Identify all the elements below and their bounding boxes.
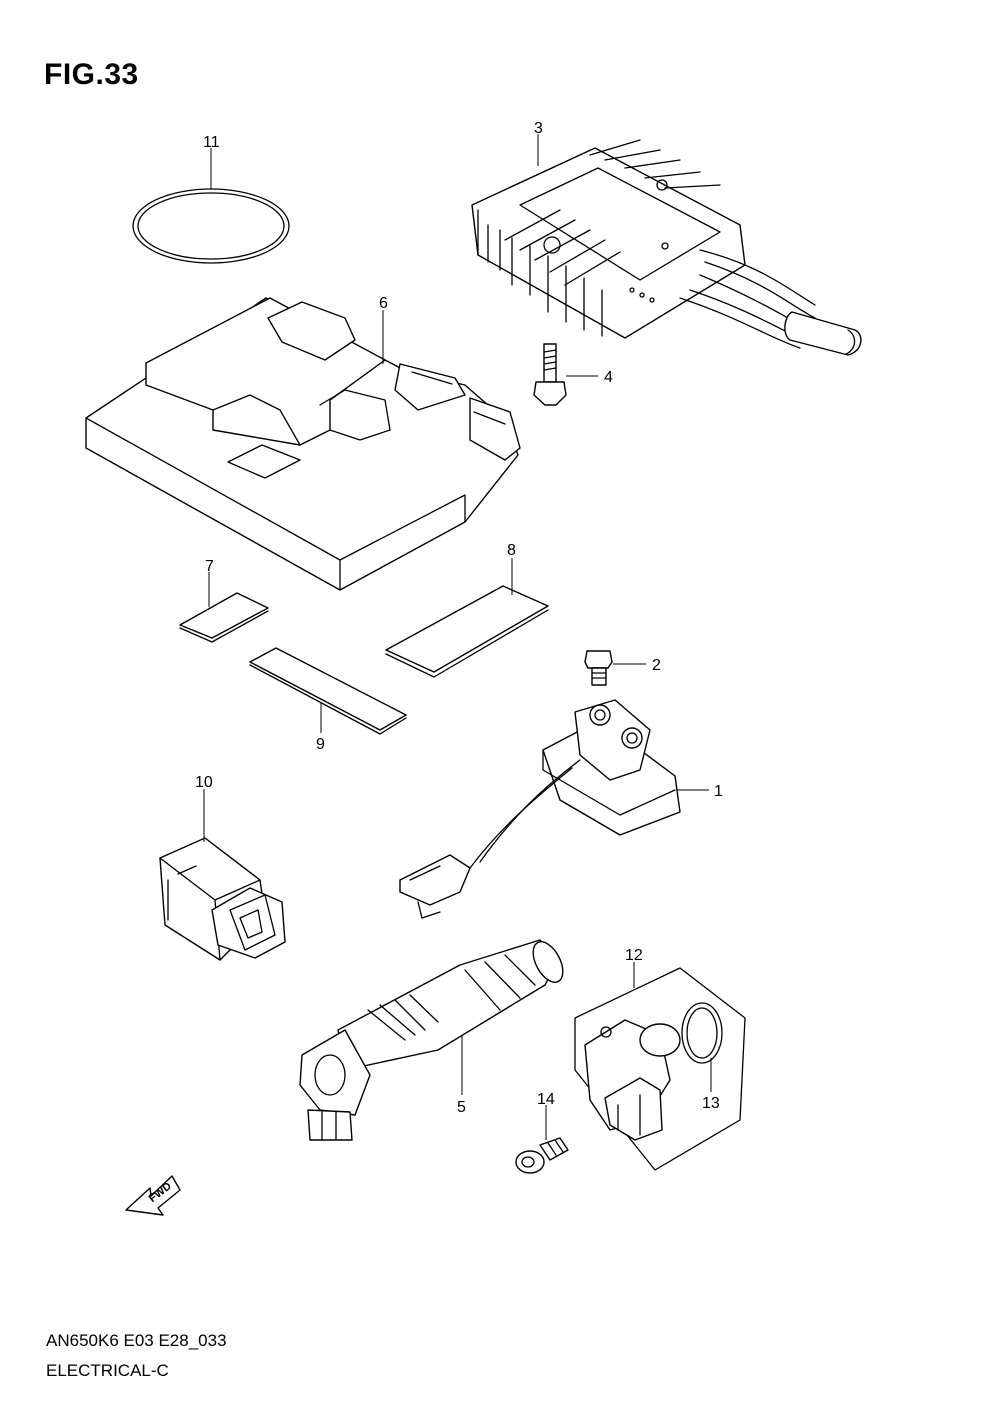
model-code: AN650K6 E03 E28_033 bbox=[46, 1331, 227, 1350]
callout-10: 10 bbox=[195, 774, 213, 791]
part-8-pad[interactable] bbox=[385, 585, 549, 678]
callout-9: 9 bbox=[316, 736, 325, 753]
figure-title: FIG.33 bbox=[44, 58, 139, 91]
leader-lines bbox=[203, 134, 712, 1140]
callout-5: 5 bbox=[457, 1099, 466, 1116]
part-4-bolt[interactable] bbox=[533, 343, 567, 406]
callout-labels: 11 3 6 4 7 8 9 2 1 10 5 12 13 14 bbox=[195, 120, 723, 1116]
callout-3: 3 bbox=[534, 120, 543, 137]
callout-4: 4 bbox=[604, 369, 613, 386]
group-name: ELECTRICAL-C bbox=[46, 1361, 169, 1380]
part-5-ignition-coil[interactable] bbox=[299, 937, 569, 1141]
callout-11: 11 bbox=[203, 134, 220, 151]
part-14-screw[interactable] bbox=[515, 1137, 569, 1174]
part-10-connector[interactable] bbox=[159, 837, 286, 961]
part-13-o-ring[interactable] bbox=[681, 1002, 723, 1064]
part-9-pad[interactable] bbox=[249, 647, 407, 735]
part-2-bolt[interactable] bbox=[584, 650, 613, 686]
part-7-pad[interactable] bbox=[179, 592, 269, 643]
callout-7: 7 bbox=[205, 558, 214, 575]
callout-1: 1 bbox=[714, 783, 723, 800]
callout-6: 6 bbox=[379, 295, 388, 312]
callout-12: 12 bbox=[625, 947, 643, 964]
callout-14: 14 bbox=[537, 1091, 555, 1108]
callout-13: 13 bbox=[702, 1095, 720, 1112]
part-6-ecm[interactable] bbox=[85, 297, 521, 591]
part-12-sensor[interactable] bbox=[574, 967, 746, 1171]
part-11-o-ring[interactable] bbox=[132, 188, 290, 264]
fwd-direction-arrow: FWD bbox=[125, 1175, 181, 1216]
part-3-regulator-rectifier[interactable] bbox=[471, 139, 862, 356]
part-1-starter-relay[interactable] bbox=[399, 699, 681, 919]
callout-8: 8 bbox=[507, 542, 516, 559]
callout-2: 2 bbox=[652, 657, 661, 674]
